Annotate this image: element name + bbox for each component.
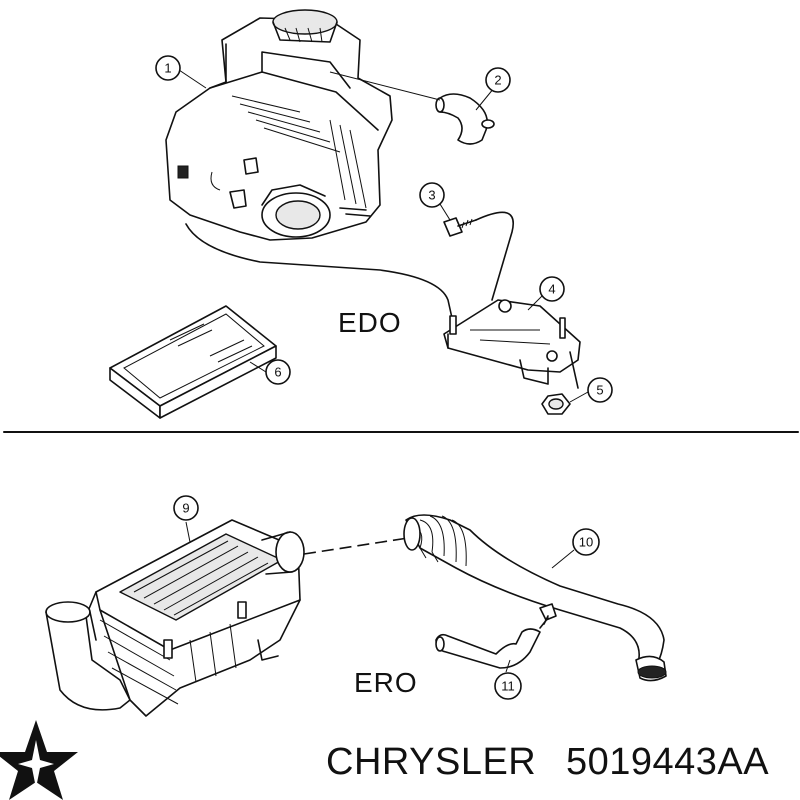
svg-text:3: 3 <box>428 188 435 203</box>
svg-text:4: 4 <box>548 282 555 297</box>
hose-routing-line <box>185 223 453 319</box>
small-hose <box>435 617 549 669</box>
svg-text:2: 2 <box>494 73 501 88</box>
connection-dashline <box>303 537 409 555</box>
callout-5: 5 <box>569 377 613 403</box>
callout-4: 4 <box>527 276 565 311</box>
elbow-hose <box>435 93 495 145</box>
callout-9: 9 <box>173 495 199 543</box>
footer-brand: CHRYSLER <box>326 741 536 783</box>
footer-part-number: 5019443AA <box>566 741 769 783</box>
callout-6: 6 <box>249 359 291 385</box>
engine-label-ero: ERO <box>354 667 418 698</box>
callout-10: 10 <box>551 528 600 569</box>
callout-2: 2 <box>329 67 511 111</box>
air-filter-element <box>109 305 277 419</box>
callout-11: 11 <box>494 659 522 700</box>
engine-label-edo: EDO <box>338 307 402 338</box>
air-cleaner-housing-ero <box>45 519 305 717</box>
svg-text:10: 10 <box>579 535 593 550</box>
screw-routing-line <box>475 211 514 301</box>
nut <box>541 393 571 415</box>
svg-text:5: 5 <box>596 383 603 398</box>
callout-1: 1 <box>155 55 207 89</box>
svg-text:1: 1 <box>164 61 171 76</box>
air-cleaner-housing-edo <box>165 9 393 241</box>
callout-3: 3 <box>419 182 451 221</box>
air-intake-duct <box>403 514 667 682</box>
screw <box>443 217 477 237</box>
svg-text:6: 6 <box>274 365 281 380</box>
svg-text:11: 11 <box>501 679 515 694</box>
chrysler-pentastar-icon <box>0 720 78 800</box>
svg-text:9: 9 <box>182 501 189 516</box>
mounting-bracket <box>443 299 581 389</box>
